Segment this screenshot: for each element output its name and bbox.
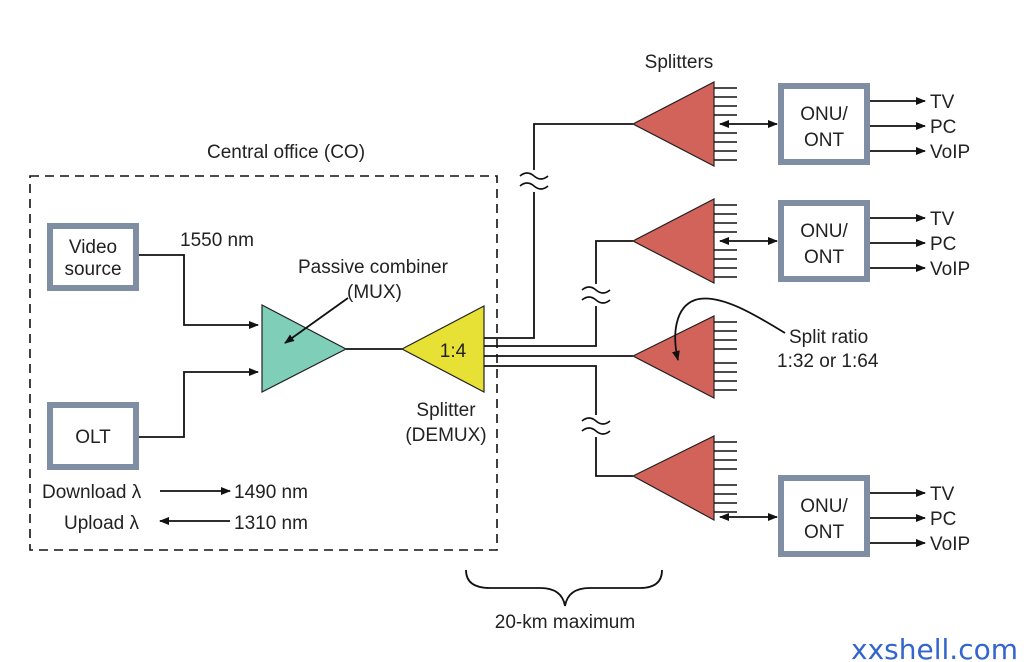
passive-combiner-label-line2: (MUX) xyxy=(347,282,402,303)
onu-output-voip: VoIP xyxy=(930,142,970,163)
passive-combiner-label-line1: Passive combiner xyxy=(298,257,449,278)
onu-label-line2: ONT xyxy=(804,247,845,268)
split-ratio-pointer xyxy=(672,297,786,361)
olt-box xyxy=(47,402,139,470)
onu-output-pc: PC xyxy=(930,117,956,138)
passive-combiner-mux xyxy=(261,304,348,393)
onu-output-tv: TV xyxy=(930,92,955,113)
fiber-line-1 xyxy=(484,123,633,339)
onu-label-line2: ONT xyxy=(804,522,845,543)
upload-label: Upload λ xyxy=(64,513,139,534)
video-source-label-line1: Video xyxy=(69,237,117,258)
splitter-ratio-label: 1:4 xyxy=(440,341,467,362)
onu-output-pc: PC xyxy=(930,234,956,255)
upload-value: 1310 nm xyxy=(234,513,308,534)
splitter-demux-label-line2: (DEMUX) xyxy=(405,425,486,446)
fiber-line-4 xyxy=(484,365,633,477)
splitters-label: Splitters xyxy=(645,52,714,73)
onu-output-tv: TV xyxy=(930,484,955,505)
splitter-red-2 xyxy=(631,198,737,284)
splitter-red-4 xyxy=(631,435,737,522)
split-ratio-label-line1: Split ratio xyxy=(789,327,868,348)
splitter-red-3 xyxy=(631,315,737,399)
wavelength-1550-label: 1550 nm xyxy=(180,230,254,251)
onu-output-voip: VoIP xyxy=(930,534,970,555)
onu-label-line1: ONU/ xyxy=(800,104,848,125)
olt-to-combiner-line xyxy=(139,368,259,438)
fiber-break-mark xyxy=(519,170,549,192)
onu-label-line2: ONT xyxy=(804,130,845,151)
video-source-box xyxy=(47,223,139,291)
fiber-break-mark xyxy=(581,415,611,437)
onu-ont-box xyxy=(778,475,870,557)
video-to-combiner-line xyxy=(139,254,259,329)
onu-ont-box xyxy=(778,200,870,282)
download-value: 1490 nm xyxy=(234,482,308,503)
video-source-label-line2: source xyxy=(64,259,121,280)
onu-ont-box xyxy=(778,83,870,165)
distance-brace xyxy=(465,569,663,607)
fiber-break-mark xyxy=(581,284,611,306)
splitter-demux-label-line1: Splitter xyxy=(416,400,476,421)
onu-output-voip: VoIP xyxy=(930,259,970,280)
split-ratio-label-line2: 1:32 or 1:64 xyxy=(777,351,879,372)
download-label: Download λ xyxy=(42,482,142,503)
central-office-label: Central office (CO) xyxy=(207,142,365,163)
splitter-red-1 xyxy=(631,81,737,167)
onu-output-tv: TV xyxy=(930,209,955,230)
splitter-demux xyxy=(400,305,485,393)
watermark: xxshell.com xyxy=(851,633,1018,662)
distance-label: 20-km maximum xyxy=(495,612,635,633)
central-office-boundary xyxy=(29,175,498,551)
onu-label-line1: ONU/ xyxy=(800,221,848,242)
onu-output-pc: PC xyxy=(930,509,956,530)
olt-label: OLT xyxy=(75,427,111,448)
fiber-line-2 xyxy=(484,240,633,347)
passive-combiner-pointer xyxy=(284,297,349,344)
onu-label-line1: ONU/ xyxy=(800,496,848,517)
